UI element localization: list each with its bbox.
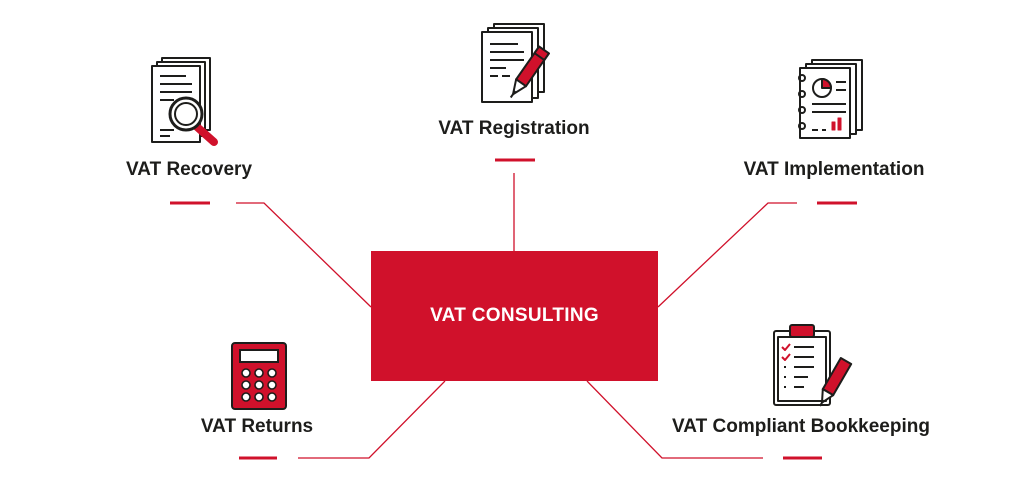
node-label-registration: VAT Registration bbox=[438, 118, 590, 139]
report-notebook-icon bbox=[798, 59, 863, 139]
node-label-returns: VAT Returns bbox=[200, 416, 314, 437]
connector-implementation bbox=[657, 202, 797, 308]
documents-pen-icon bbox=[481, 23, 550, 103]
center-node: VAT CONSULTING bbox=[371, 251, 658, 381]
label-dashes bbox=[170, 158, 857, 460]
node-label-implementation: VAT Implementation bbox=[743, 159, 925, 180]
connector-lines bbox=[236, 173, 797, 459]
center-box-shape bbox=[371, 251, 658, 381]
calculator-icon bbox=[231, 342, 287, 410]
node-label-recovery: VAT Recovery bbox=[125, 159, 253, 180]
node-label-bookkeeping: VAT Compliant Bookkeeping bbox=[672, 416, 930, 437]
clipboard-checklist-icon bbox=[773, 324, 853, 407]
center-label: VAT CONSULTING bbox=[430, 305, 599, 326]
connector-recovery bbox=[236, 202, 372, 308]
documents-magnifier-icon bbox=[151, 57, 218, 146]
connector-returns bbox=[298, 380, 446, 459]
connector-bookkeeping bbox=[586, 380, 763, 459]
